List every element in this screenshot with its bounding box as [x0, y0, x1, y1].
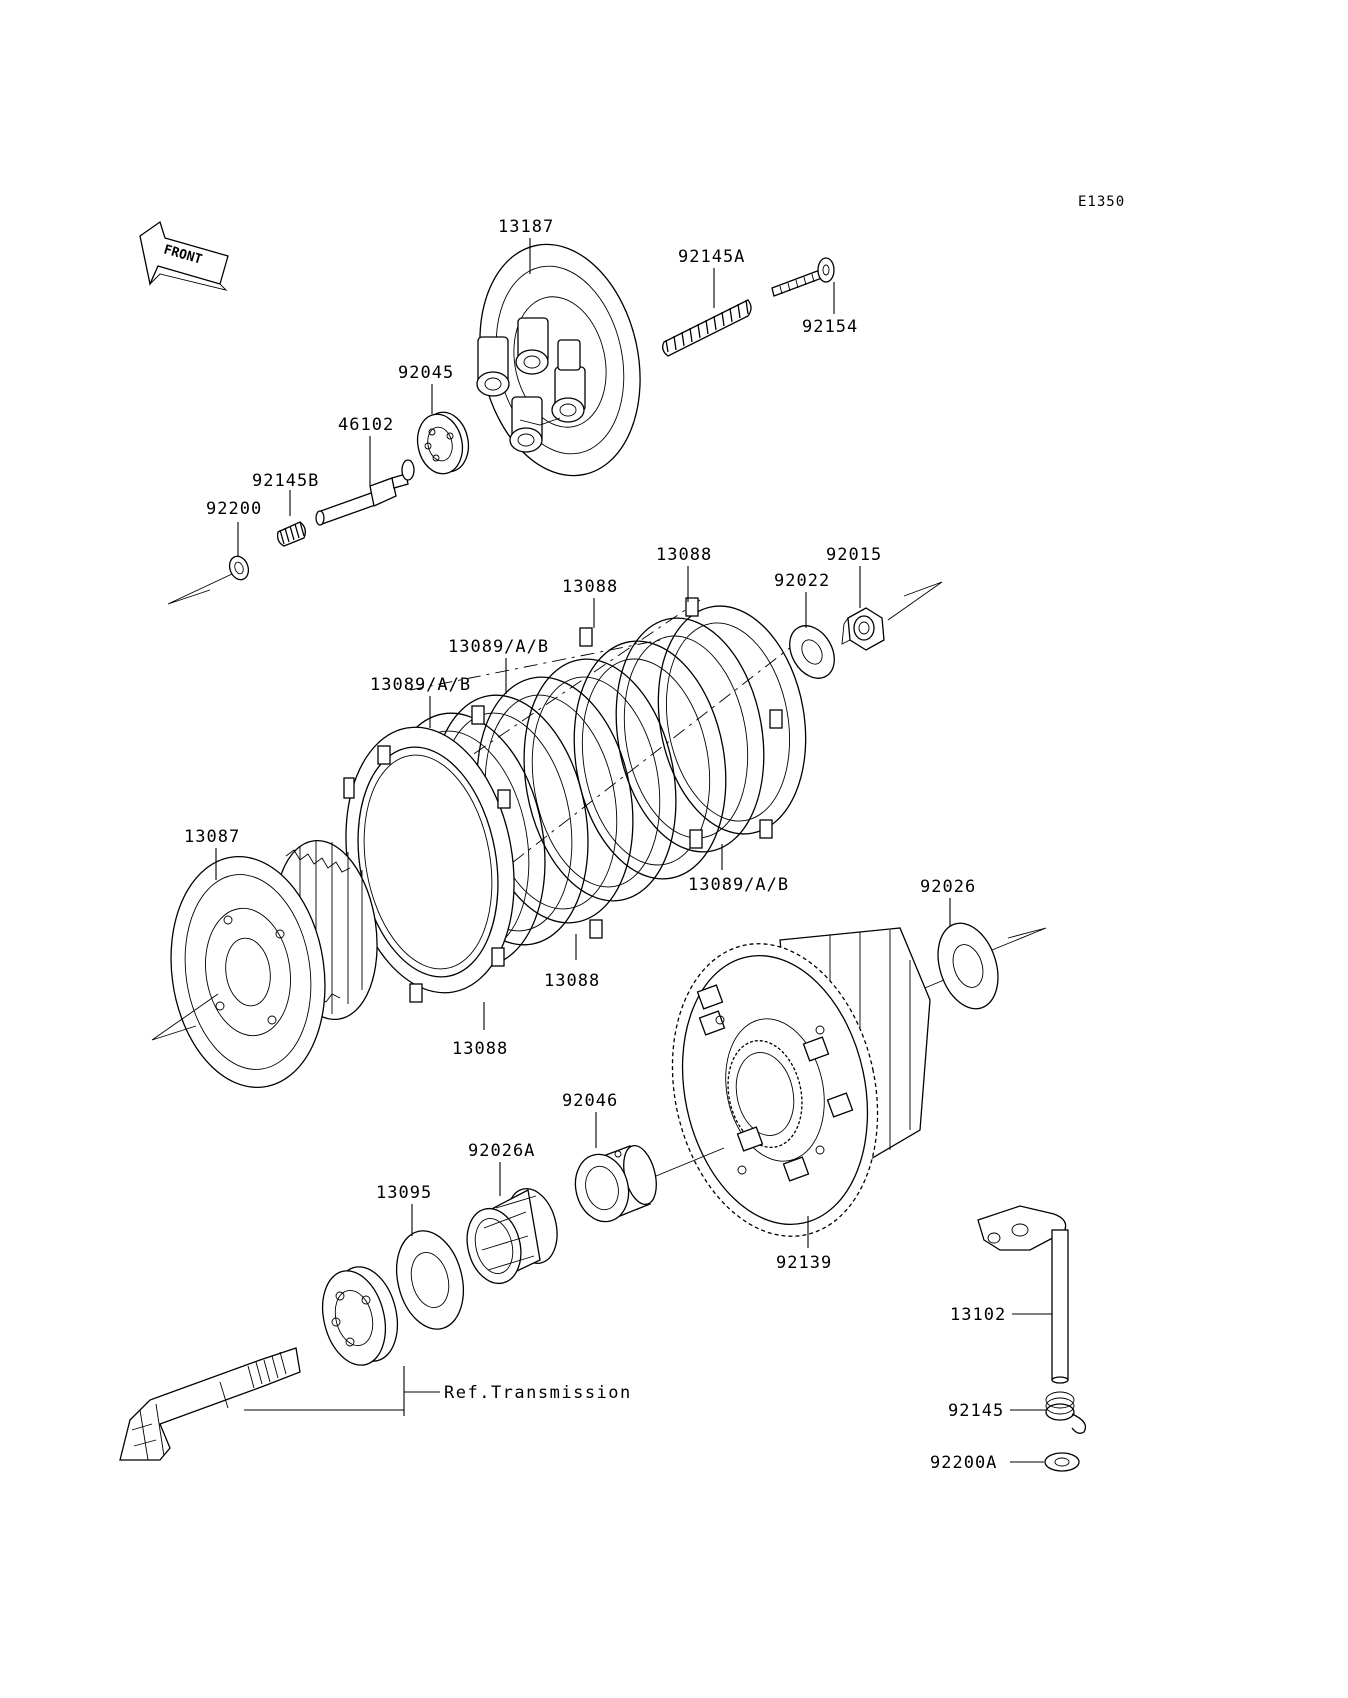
release-shaft-13102 — [977, 1205, 1069, 1384]
clutch-plate-stack — [343, 597, 807, 1003]
part-label-92022: 92022 — [774, 571, 830, 591]
part-label-13088-top: 13088 — [562, 577, 618, 597]
bolt-92154 — [771, 257, 835, 297]
washer-92026 — [937, 922, 999, 1010]
return-spring-92145 — [1045, 1391, 1087, 1434]
part-label-13087: 13087 — [184, 827, 240, 847]
part-label-13088-bottom: 13088 — [452, 1039, 508, 1059]
washer-92200A — [1044, 1452, 1080, 1472]
front-arrow-icon: FRONT — [139, 220, 229, 291]
washer-92200 — [228, 555, 250, 581]
part-label-92200A: 92200A — [930, 1453, 997, 1473]
part-label-92200: 92200 — [206, 499, 262, 519]
needle-bearing-92046 — [466, 1188, 558, 1285]
part-label-13089-upper: 13089/A/B — [448, 637, 549, 657]
part-label-13102: 13102 — [950, 1305, 1006, 1325]
sleeve-92139 — [574, 1145, 657, 1223]
bearing-92045 — [416, 411, 470, 475]
reference-note: Ref.Transmission — [444, 1383, 632, 1403]
clutch-housing-13095 — [671, 927, 931, 1237]
clutch-spring-92145A — [662, 299, 752, 357]
part-label-46102: 46102 — [338, 415, 394, 435]
part-label-92046: 92026A — [468, 1141, 535, 1161]
nut-92015 — [841, 607, 885, 651]
washer-92022 — [789, 625, 835, 679]
part-label-13095: 92139 — [776, 1253, 832, 1273]
washer-92026A — [396, 1230, 464, 1330]
part-label-92015: 92015 — [826, 545, 882, 565]
part-label-92139: 92046 — [562, 1091, 618, 1111]
part-label-13089-left: 13089/A/B — [370, 675, 471, 695]
clutch-hub-13087 — [170, 839, 378, 1089]
spring-92145B — [276, 521, 306, 547]
part-label-92145A: 92145A — [678, 247, 745, 267]
part-label-13088-top-right: 13088 — [656, 545, 712, 565]
part-label-92026: 92026 — [920, 877, 976, 897]
part-label-13089-right: 13089/A/B — [688, 875, 789, 895]
transmission-shaft-reference — [119, 1266, 398, 1461]
diagram-code: E1350 — [1078, 194, 1125, 210]
part-label-92145: 92145 — [948, 1401, 1004, 1421]
part-label-13187: 13187 — [498, 217, 554, 237]
push-rod-46102 — [315, 459, 415, 526]
part-label-92026A: 13095 — [376, 1183, 432, 1203]
part-label-13088-lower-mid: 13088 — [544, 971, 600, 991]
pressure-plate-13187 — [476, 243, 641, 477]
part-label-92045: 92045 — [398, 363, 454, 383]
part-label-92154: 92154 — [802, 317, 858, 337]
part-label-92145B: 92145B — [252, 471, 319, 491]
